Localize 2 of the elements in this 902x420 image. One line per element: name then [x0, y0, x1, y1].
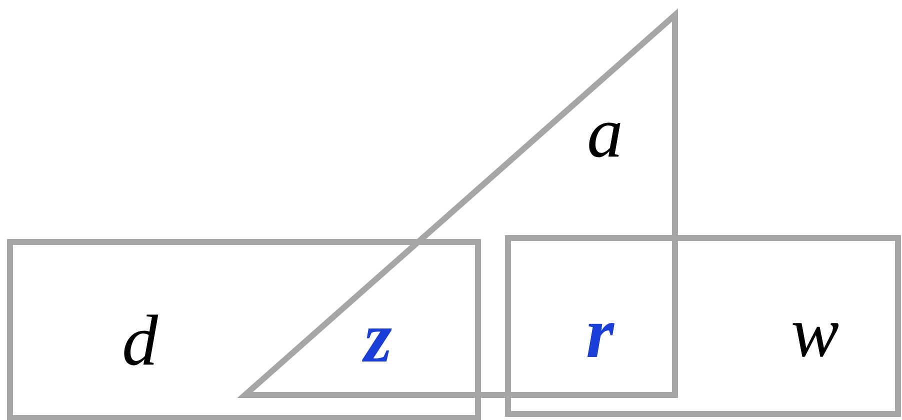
letter-label: r: [587, 323, 615, 357]
letter-label: z: [362, 328, 392, 362]
